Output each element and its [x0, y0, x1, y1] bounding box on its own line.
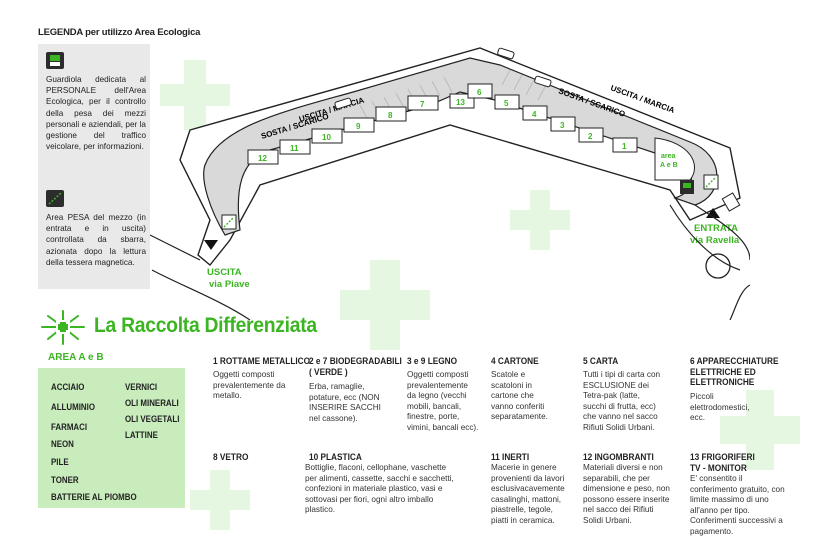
- raccolta-title: La Raccolta Differenziata: [94, 314, 317, 337]
- guard-booth-icon: [46, 52, 64, 69]
- entrance-label: ENTRATA: [694, 223, 738, 234]
- category-description: Piccoli elettrodomestici, ecc.: [690, 392, 750, 423]
- area-ab-label: area: [661, 153, 676, 160]
- area-item: ALLUMINIO: [51, 402, 95, 412]
- bay-8: 8: [388, 111, 393, 120]
- category-title: 8 VETRO: [213, 452, 249, 462]
- bay-1: 1: [622, 142, 627, 151]
- background-plus-decoration: [190, 470, 250, 530]
- bay-2: 2: [588, 132, 593, 141]
- area-item: VERNICI: [125, 382, 158, 392]
- category-title: 2 e 7 BIODEGRADABILI ( VERDE ): [309, 356, 402, 377]
- category-title: 3 e 9 LEGNO: [407, 356, 458, 366]
- bay-11: 11: [290, 144, 299, 153]
- entrance-arrow-icon: [706, 208, 720, 218]
- area-item: FARMACI: [51, 422, 88, 432]
- container-bays: [247, 83, 638, 165]
- bay-3: 3: [560, 121, 565, 130]
- exit-arrow-icon: [204, 240, 218, 250]
- area-item: TONER: [51, 475, 79, 485]
- background-plus-decoration: [510, 190, 570, 250]
- category-description: Erba, ramaglie, potature, ecc (NON INSER…: [309, 382, 381, 423]
- area-ab-heading: AREA A e B: [48, 352, 104, 363]
- legend-box: Guardiola dedicata al PERSONALE dell'Are…: [38, 44, 150, 289]
- category-title: 12 INGOMBRANTI: [583, 452, 654, 462]
- bay-12: 12: [258, 154, 267, 163]
- category-description: Materiali diversi e non separabili, che …: [583, 463, 670, 525]
- category-description: Scatole e scatoloni in cartone che vanno…: [491, 370, 548, 422]
- area-item: NEON: [51, 439, 74, 449]
- category-description: Oggetti composti prevalentemente da legn…: [407, 370, 479, 432]
- car-icon: [534, 75, 552, 88]
- building-block: [721, 192, 741, 212]
- area-ab-label-sub: A e B: [660, 162, 678, 169]
- bay-10: 10: [322, 133, 331, 142]
- category-title: 10 PLASTICA: [309, 452, 362, 462]
- bay-4: 4: [532, 110, 537, 119]
- category-description: Bottiglie, flaconi, cellophane, vaschett…: [305, 463, 454, 515]
- bay-9: 9: [356, 122, 361, 131]
- background-plus-decoration: [720, 390, 800, 470]
- area-item: OLI VEGETALI: [125, 414, 180, 424]
- area-item: PILE: [51, 457, 69, 467]
- bay-6: 6: [477, 88, 482, 97]
- bay-7: 7: [420, 100, 425, 109]
- car-icon: [334, 97, 352, 110]
- area-ab-zone: [654, 137, 695, 181]
- category-description: Oggetti composti prevalentemente da meta…: [213, 370, 286, 401]
- category-description: Tutti i tipi di carta con ESCLUSIONE dei…: [583, 370, 661, 432]
- site-map: 12 11 10 9 8 7 13 6 5 4 3 2 1 USCITA / M…: [150, 47, 750, 320]
- road-curb-right-outer: [694, 204, 750, 261]
- category-title: 5 CARTA: [583, 356, 619, 366]
- area-item: ACCIAIO: [51, 382, 85, 392]
- guard-description: Guardiola dedicata al PERSONALE dell'Are…: [46, 75, 146, 152]
- road-curb-right: [669, 204, 741, 271]
- category-title: 13 FRIGORIFERI TV - MONITOR: [690, 452, 755, 473]
- exit-label: USCITA: [207, 267, 242, 278]
- category-title: 6 APPARECCHIATURE ELETTRICHE ED ELETTRON…: [690, 356, 779, 387]
- category-description: Macerie in genere provenienti da lavori …: [491, 463, 565, 525]
- area-item: BATTERIE AL PIOMBO: [51, 492, 137, 502]
- bay-5: 5: [504, 99, 509, 108]
- background-plus-decoration: [160, 60, 230, 130]
- exit-street: via Piave: [209, 279, 250, 290]
- car-icon: [497, 47, 515, 60]
- category-title: 11 INERTI: [491, 452, 530, 462]
- background-plus-decoration: [340, 260, 430, 350]
- weighing-scale-icon: [46, 190, 64, 207]
- area-ab-box: ACCIAIO ALLUMINIO FARMACI NEON PILE TONE…: [38, 368, 185, 508]
- category-title: 4 CARTONE: [491, 356, 539, 366]
- road-curb-left-upper: [150, 234, 201, 261]
- roundabout: [705, 253, 731, 279]
- category-description: E' consentito il conferimento gratuito, …: [690, 474, 785, 536]
- road-curb-left: [151, 269, 251, 320]
- area-item: LATTINE: [125, 430, 158, 440]
- legend-title: LEGENDA per utilizzo Area Ecologica: [38, 27, 201, 38]
- entrance-street: via Ravella: [690, 235, 740, 246]
- recycling-burst-icon: [41, 310, 85, 345]
- area-item: OLI MINERALI: [125, 398, 179, 408]
- bay-13: 13: [456, 98, 465, 107]
- scale-description: Area PESA del mezzo (in entrata e in usc…: [46, 213, 146, 267]
- bay-labels: 12 11 10 9 8 7 13 6 5 4 3 2 1: [258, 88, 627, 163]
- road-curb-right-lower: [729, 284, 750, 320]
- category-title: 1 ROTTAME METALLICO: [213, 356, 311, 366]
- parking-area-right: [501, 69, 547, 101]
